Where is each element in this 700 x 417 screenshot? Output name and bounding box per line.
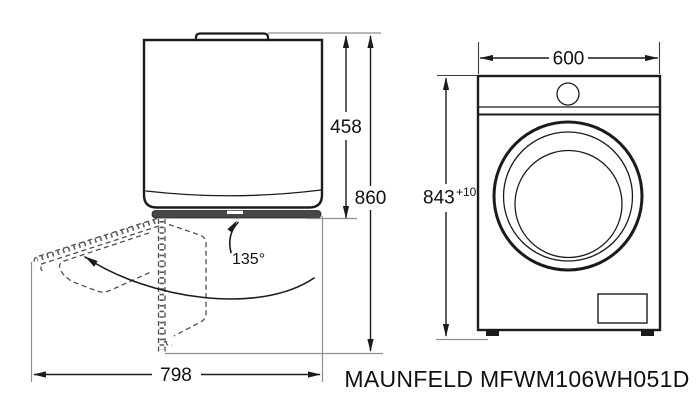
angle-pointer-arrowhead (227, 220, 237, 233)
front-edge-curve (145, 189, 322, 197)
clearance-label: 798 (160, 365, 192, 386)
door-angle-label: 135° (232, 251, 265, 268)
door-closed-band (151, 210, 322, 219)
dim-total-arrow-up (367, 35, 374, 48)
dim-depth-458: 458 (330, 35, 362, 219)
dim-clearance-arrow-right (308, 371, 321, 378)
dim-height-843: 843 +10 (423, 77, 477, 337)
cabinet-outline (476, 74, 662, 332)
width-label: 600 (553, 49, 585, 70)
height-label: 843 (423, 188, 455, 209)
door-open-edge-ticks (36, 219, 156, 262)
door-open-end-cap (33, 256, 37, 266)
front-view-drawing: 600 843 +10 (423, 42, 662, 341)
door-perp-bowl-outline (168, 223, 207, 337)
foot-left (486, 330, 499, 336)
program-knob (556, 82, 580, 106)
total-depth-label: 860 (355, 188, 387, 209)
dim-height-arrow-down (442, 324, 450, 337)
dim-depth-arrow-down (342, 206, 350, 219)
door-ring-inner (514, 149, 623, 259)
height-tolerance-label: +10 (456, 185, 477, 199)
door-handle-notch (227, 210, 243, 214)
dim-total-depth-860: 860 (355, 35, 387, 352)
lid-handle-outline (194, 32, 270, 42)
door-ring-outer (492, 120, 644, 272)
model-label: MAUNFELD MFWM106WH051D (344, 366, 689, 392)
depth-label: 458 (330, 117, 362, 138)
door-swing-arc-arrowhead (85, 256, 98, 267)
door-open-edge-dashed (35, 217, 158, 258)
door-open-end-hook (40, 266, 47, 272)
machine-body-outline (142, 38, 324, 209)
dim-clearance-arrow-left (33, 371, 46, 378)
dim-width-600: 600 (480, 49, 658, 70)
door-perp-bowl-hook (165, 340, 173, 347)
foot-right (641, 330, 654, 336)
angle-pointer-arrow (228, 221, 239, 254)
door-open-inner-dashed (39, 225, 160, 266)
dim-width-arrow-left (480, 54, 493, 62)
dim-width-arrow-right (645, 54, 658, 62)
dim-height-arrow-up (442, 77, 450, 90)
door-open-bowl-outline (58, 232, 153, 293)
service-hatch (597, 293, 648, 324)
dim-depth-arrow-up (342, 35, 350, 48)
dim-total-arrow-down (367, 339, 374, 352)
door-ring-middle (502, 131, 634, 262)
door-swing-arc (84, 256, 315, 300)
side-view-drawing: 135° 458 860 798 (30, 32, 387, 386)
dim-clearance-798: 798 (33, 365, 321, 386)
